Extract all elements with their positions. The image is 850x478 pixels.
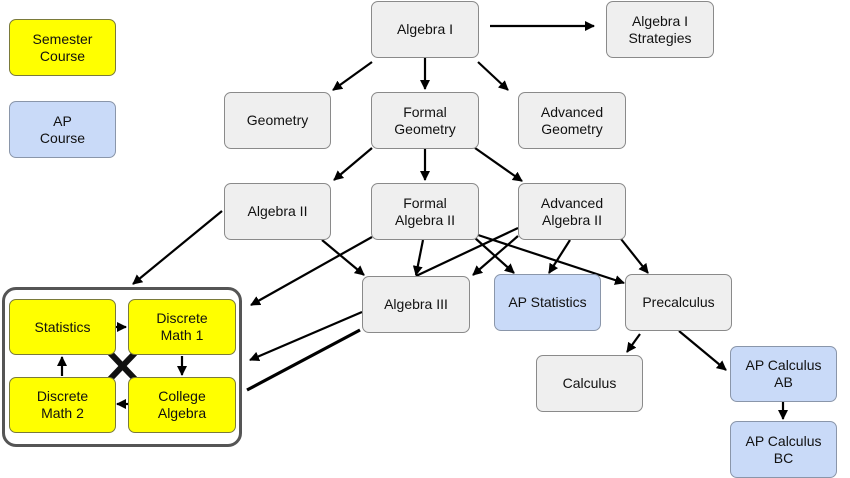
semester-course-group [2,287,242,447]
course-ap-statistics: AP Statistics [494,274,601,331]
edge-algebra2-group [132,210,223,285]
edge-algebra3-group-return [246,328,361,392]
edge-formalgeo-advalg2 [474,147,523,182]
course-algebra-2: Algebra II [224,183,331,240]
edge-formalalg2-algebra3 [412,239,425,276]
course-precalculus: Precalculus [625,274,732,331]
edge-precalc-calculus [626,333,641,353]
course-geometry: Geometry [224,92,331,149]
edge-algebra1-geometry [332,61,373,91]
course-statistics: Statistics [9,299,116,355]
edge-advalg2-apstats [548,239,571,274]
course-algebra-1: Algebra I [371,1,479,58]
edge-advalg2-group [415,227,519,277]
edge-algebra1-advanced-geometry [477,61,509,91]
edge-advalg2-precalc [620,238,649,274]
edge-algebra2-algebra3 [321,239,365,276]
course-algebra-3: Algebra III [362,276,470,333]
edge-algebra3-group [249,310,363,362]
course-calculus: Calculus [536,355,643,412]
edge-formalalg2-group [250,236,373,306]
edge-precalc-apcalcab [678,330,727,371]
edge-advalg2-algebra3 [472,235,519,276]
edge-formalalg2-precalc [477,233,625,285]
cross-icon [107,350,138,382]
edge-formalgeo-algebra2 [333,147,373,181]
